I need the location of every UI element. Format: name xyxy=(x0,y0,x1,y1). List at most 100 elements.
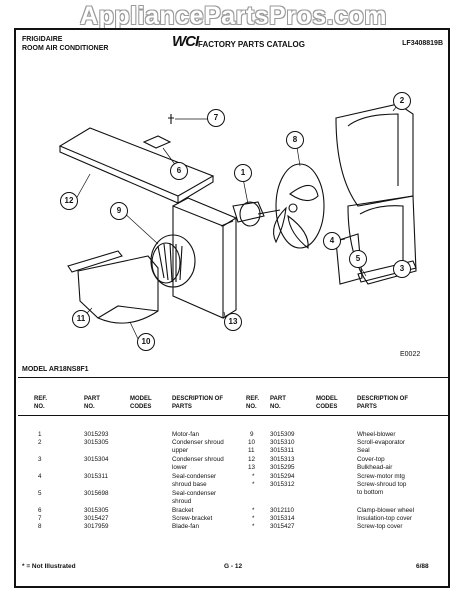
part-description: Blade-fan xyxy=(172,523,199,530)
ref-no: 12 xyxy=(248,456,256,463)
ref-no: 6 xyxy=(38,507,42,514)
diagram-code: E0022 xyxy=(400,351,421,358)
part-no: 3015311 xyxy=(84,473,109,480)
header-description: DESCRIPTION OF PARTS xyxy=(172,396,224,410)
callout-1: 1 xyxy=(234,164,252,182)
part-no: 3015311 xyxy=(270,447,295,454)
part-description: Wheel-blower xyxy=(357,431,396,438)
part-description: Cover-top xyxy=(357,456,385,463)
ref-no: 3 xyxy=(38,456,42,463)
ref-no: * xyxy=(252,515,255,522)
part-no: 3015305 xyxy=(84,439,109,446)
part-description: Insulation-top cover xyxy=(357,515,412,522)
part-description: Screw-bracket xyxy=(172,515,213,522)
part-description: Clamp-blower wheel xyxy=(357,507,415,514)
part-no: 3015312 xyxy=(270,481,295,488)
wci-logo: WCI xyxy=(172,33,199,50)
part-description: lower xyxy=(172,464,188,471)
callout-5: 5 xyxy=(349,250,367,268)
part-description: Screw-top cover xyxy=(357,523,403,530)
part-description: Bulkhead-air xyxy=(357,464,393,471)
condenser-shroud-upper xyxy=(335,103,414,207)
part-no: 3015294 xyxy=(270,473,295,480)
watermark-text: AppliancePartsPros.com xyxy=(80,2,387,30)
header-model-codes-right: MODEL CODES xyxy=(316,396,338,410)
part-no: 3012110 xyxy=(270,507,295,514)
ref-no: 5 xyxy=(38,490,42,497)
part-no: 3015698 xyxy=(84,490,109,497)
ref-no: 4 xyxy=(38,473,42,480)
model-number: MODEL AR18NS8F1 xyxy=(22,366,89,373)
part-no: 3015293 xyxy=(84,431,109,438)
callout-10: 10 xyxy=(137,333,155,351)
table-header-rule xyxy=(18,415,448,416)
header-part-no-right: PART NO. xyxy=(270,396,286,410)
part-no: 3015305 xyxy=(84,507,109,514)
catalog-part-number: LF3408819B xyxy=(402,40,443,47)
part-description: shroud xyxy=(172,498,192,505)
part-no: 3015309 xyxy=(270,431,295,438)
fan-motor-part xyxy=(220,201,281,227)
brand-name: FRIGIDAIRE xyxy=(22,36,63,43)
callout-11: 11 xyxy=(72,310,90,328)
part-description: to bottom xyxy=(357,489,384,496)
callout-12: 12 xyxy=(60,192,78,210)
header-description-right: DESCRIPTION OF PARTS xyxy=(357,396,409,410)
screw-part xyxy=(168,114,174,124)
bracket-part xyxy=(142,135,172,149)
part-description: Seal-condenser xyxy=(172,473,217,480)
ref-no: * xyxy=(252,507,255,514)
condenser-seal-base xyxy=(335,233,363,285)
part-description: Motor-fan xyxy=(172,431,199,438)
ref-no: * xyxy=(252,523,255,530)
callout-4: 4 xyxy=(323,232,341,250)
exploded-parts-diagram xyxy=(58,100,417,342)
catalog-title: FACTORY PARTS CATALOG xyxy=(198,40,305,49)
catalog-page-frame xyxy=(14,28,450,588)
part-no: 3015304 xyxy=(84,456,109,463)
ref-no: 8 xyxy=(38,523,42,530)
callout-9: 9 xyxy=(110,202,128,220)
part-no: 3015295 xyxy=(270,464,295,471)
part-description: Condenser shroud xyxy=(172,456,224,463)
callout-13: 13 xyxy=(224,313,242,331)
part-description: Bracket xyxy=(172,507,194,514)
page-number: G - 12 xyxy=(224,563,243,570)
not-illustrated-note: * = Not Illustrated xyxy=(22,563,76,570)
part-description: Screw-shroud top xyxy=(357,481,407,488)
part-no: 3015314 xyxy=(270,515,295,522)
callout-8: 8 xyxy=(286,131,304,149)
part-description: Screw-motor mtg xyxy=(357,473,405,480)
revision-date: 6/88 xyxy=(416,563,429,570)
part-no: 3017959 xyxy=(84,523,109,530)
ref-no: 2 xyxy=(38,439,42,446)
fan-blade-part xyxy=(273,163,325,250)
part-description: Seal-condenser xyxy=(172,490,217,497)
callout-6: 6 xyxy=(170,162,188,180)
part-description: shroud base xyxy=(172,481,207,488)
ref-no: 1 xyxy=(38,431,42,438)
callout-2: 2 xyxy=(393,92,411,110)
callout-7: 7 xyxy=(207,109,225,127)
blower-wheel-part xyxy=(150,234,196,288)
ref-no: 7 xyxy=(38,515,42,522)
part-description: Condenser shroud xyxy=(172,439,224,446)
table-top-rule xyxy=(18,377,448,378)
header-model-codes: MODEL CODES xyxy=(130,396,152,410)
ref-no: * xyxy=(252,473,255,480)
ref-no: 13 xyxy=(248,464,256,471)
part-no: 3015313 xyxy=(270,456,295,463)
ref-no: 11 xyxy=(248,447,255,454)
part-no: 3015310 xyxy=(270,439,295,446)
ref-no: 9 xyxy=(250,431,254,438)
header-ref-no: REF. NO. xyxy=(34,396,48,410)
ref-no: 10 xyxy=(248,439,256,446)
header-ref-no-right: REF. NO. xyxy=(246,396,260,410)
product-type: ROOM AIR CONDITIONER xyxy=(22,45,109,52)
callout-3: 3 xyxy=(393,260,411,278)
ref-no: * xyxy=(252,481,255,488)
part-description: Scroll-evaporator xyxy=(357,439,405,446)
part-description: upper xyxy=(172,447,189,454)
header-part-no: PART NO. xyxy=(84,396,100,410)
part-description: Seal xyxy=(357,447,370,454)
